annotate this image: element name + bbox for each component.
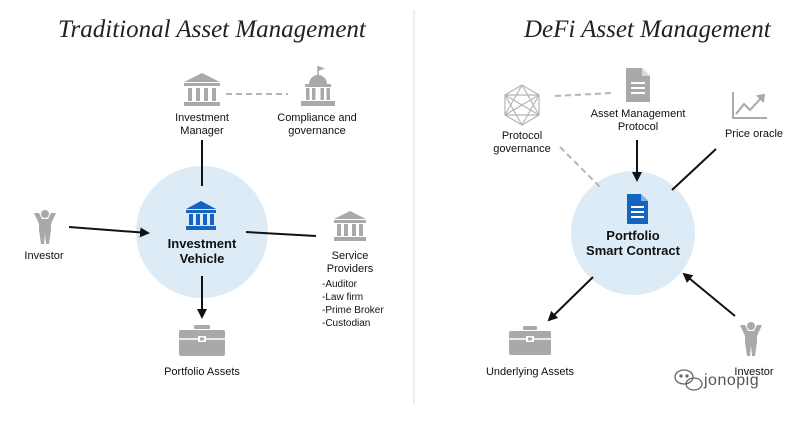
amp-line1: Asset Management [590, 108, 686, 120]
briefcase-icon [179, 325, 225, 356]
service-bank-icon [334, 211, 366, 241]
portfolio-assets-label: Portfolio Assets [164, 366, 240, 378]
provider-item: -Law firm [322, 292, 364, 303]
compliance-line2: governance [288, 125, 346, 137]
price-oracle-label: Price oracle [724, 128, 784, 140]
traditional-title: Traditional Asset Management [58, 16, 366, 43]
service-providers-line1: Service [331, 250, 369, 262]
investment-vehicle-circle [136, 166, 268, 298]
compliance-line1: Compliance and [277, 112, 357, 124]
document-icon [626, 68, 650, 102]
investor-vehicle-arrow [68, 226, 150, 238]
investment-manager-line1: Investment [175, 112, 229, 124]
underlying-assets-label: Underlying Assets [485, 366, 575, 378]
investor-contract-arrow [682, 272, 736, 317]
compliance-label: Compliance and governance [258, 112, 376, 138]
investor-person-icon [740, 322, 762, 356]
investor-label: Investor [24, 250, 64, 262]
capitol-building-icon [301, 66, 335, 106]
defi-title: DeFi Asset Management [524, 16, 771, 43]
investor-label-right: Investor [734, 366, 774, 378]
contract-assets-arrow [547, 276, 594, 322]
person-arms-up-icon [34, 210, 56, 244]
smart-contract-line2: Smart Contract [586, 243, 680, 258]
service-providers-list: -Auditor -Law firm -Prime Broker -Custod… [322, 278, 384, 330]
wechat-logo-icon [674, 369, 703, 391]
network-icon [504, 84, 540, 126]
vehicle-providers-line [245, 231, 317, 237]
investment-vehicle-label: Investment Vehicle [152, 236, 252, 266]
provider-item: -Auditor [322, 279, 358, 290]
briefcase-icon-underlying [509, 326, 551, 355]
asset-management-protocol-label: Asset Management Protocol [578, 108, 698, 134]
protocol-governance-line1: Protocol [501, 130, 543, 142]
investment-manager-line2: Manager [180, 125, 224, 137]
amp-line2: Protocol [617, 121, 659, 133]
watermark-text: jonopig [704, 372, 760, 389]
oracle-contract-line [671, 148, 717, 191]
smart-contract-label: Portfolio Smart Contract [573, 228, 693, 258]
smart-contract-circle [571, 171, 695, 295]
investment-manager-label: Investment Manager [152, 112, 252, 138]
bank-icon-blue [186, 201, 216, 230]
vehicle-line2: Vehicle [179, 251, 225, 266]
smart-contract-line1: Portfolio [606, 228, 660, 243]
governance-contract-dashed-line [559, 146, 603, 190]
service-providers-line2: Providers [326, 263, 374, 275]
provider-item: -Prime Broker [322, 305, 384, 316]
provider-item: -Custodian [322, 318, 371, 329]
line-chart-icon [732, 92, 767, 119]
service-providers-label: Service Providers [318, 250, 382, 276]
document-icon-blue [627, 194, 648, 224]
protocol-governance-line2: governance [493, 143, 551, 155]
bank-icon [184, 73, 220, 106]
protocol-governance-label: Protocol governance [486, 130, 558, 156]
vehicle-line1: Investment [167, 236, 237, 251]
governance-protocol-dashed-line [554, 92, 613, 97]
